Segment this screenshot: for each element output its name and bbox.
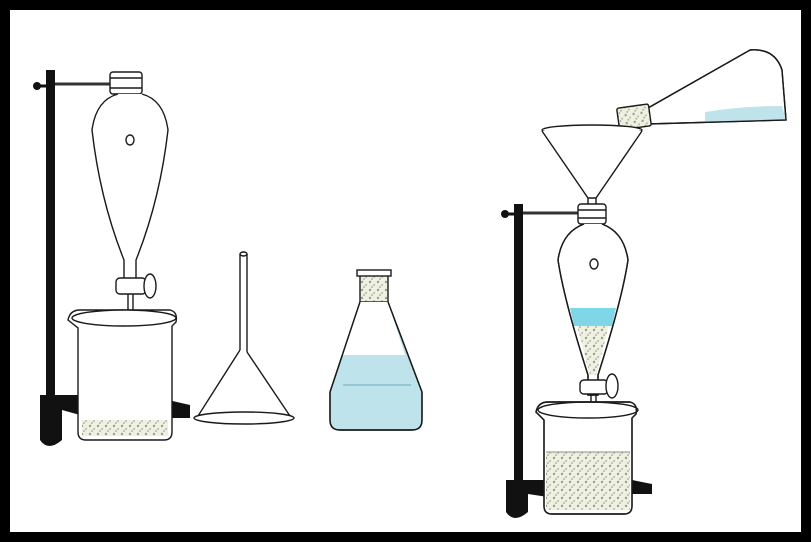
- pouring-flask: [617, 50, 786, 130]
- filter-funnel: [194, 252, 294, 424]
- erlenmeyer-flask: [330, 270, 422, 430]
- right-separatory-funnel: [558, 204, 628, 435]
- left-beaker: [68, 310, 176, 440]
- right-beaker: [536, 402, 638, 514]
- left-separatory-funnel: [92, 72, 168, 345]
